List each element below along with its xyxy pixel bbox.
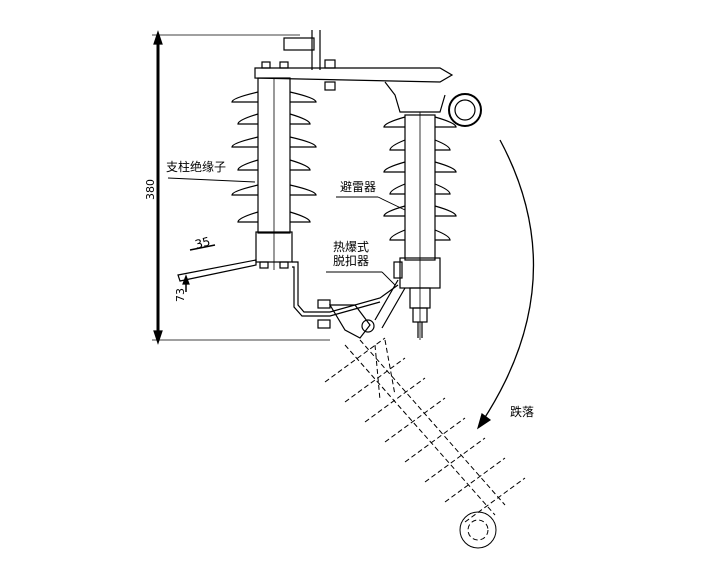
arrester-label: 避雷器 [340,180,377,194]
insulator-shed [389,229,451,241]
insulator-shed [389,183,451,195]
insulator-shed [231,184,317,196]
bracket-offset-label: 73 [174,288,187,302]
post-insulator-label: 支柱绝缘子 [166,160,227,174]
dropped-shed [344,357,406,403]
top-bracket [254,30,454,113]
insulator-shed [237,211,311,223]
post-insulator [231,77,317,270]
insulator-shed [237,113,311,125]
insulator-shed [231,136,317,148]
thermal-release-label-2: 脱扣器 [333,254,370,268]
drop-label: 跌落 [510,405,535,419]
dropped-shed [364,377,426,423]
height-dimension [152,30,330,345]
insulator-shed [383,116,457,128]
thermal-release-label-1: 热爆式 [333,240,370,254]
insulator-shed [383,205,457,217]
insulator-shed [231,91,317,103]
insulator-shed [237,159,311,171]
dropped-shed [464,477,526,523]
surge-arrester [374,112,457,340]
dropped-shed [404,417,466,463]
dropped-shed [424,437,486,483]
drop-arrow [476,139,535,430]
pull-ring [448,93,482,127]
dropped-shed [324,337,386,383]
dropped-arrester-outline [324,337,526,549]
dropped-shed [384,397,446,443]
leader-lines [167,177,406,286]
insulator-shed [389,139,451,151]
insulator-shed [383,161,457,173]
dropped-shed [444,457,506,503]
mounting-arm [177,244,399,339]
height-dimension-label: 380 [144,179,157,200]
